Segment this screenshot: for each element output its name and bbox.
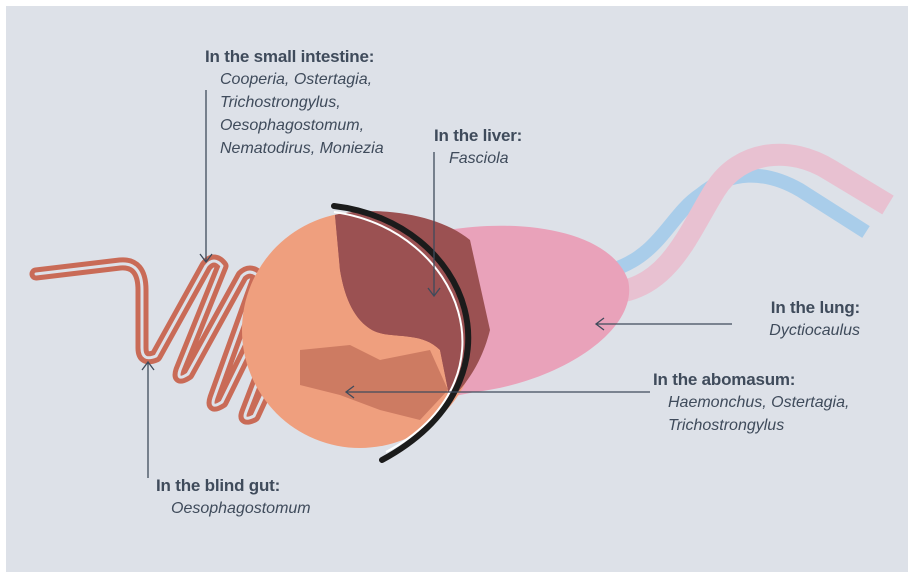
label-liver-heading: In the liver: [434, 124, 522, 147]
label-abomasum: In the abomasum: Haemonchus, Ostertagia,… [653, 368, 849, 437]
trachea-blue [612, 176, 866, 270]
label-lung-line: Dyctiocaulus [700, 319, 860, 342]
label-blind-gut: In the blind gut: Oesophagostomum [156, 474, 311, 520]
label-abomasum-heading: In the abomasum: [653, 368, 849, 391]
label-abomasum-line: Trichostrongylus [668, 414, 849, 437]
label-liver-line: Fasciola [449, 147, 522, 170]
label-small-intestine-heading: In the small intestine: [205, 45, 384, 68]
label-small-intestine-line: Cooperia, Ostertagia, [220, 68, 384, 91]
label-blind-gut-line: Oesophagostomum [171, 497, 311, 520]
label-liver: In the liver: Fasciola [434, 124, 522, 170]
label-small-intestine-line: Nematodirus, Moniezia [220, 137, 384, 160]
label-abomasum-line: Haemonchus, Ostertagia, [668, 391, 849, 414]
label-blind-gut-heading: In the blind gut: [156, 474, 311, 497]
label-small-intestine: In the small intestine: Cooperia, Ostert… [205, 45, 384, 160]
label-lung: In the lung: Dyctiocaulus [700, 296, 860, 342]
label-lung-heading: In the lung: [700, 296, 860, 319]
label-small-intestine-line: Oesophagostomum, [220, 114, 384, 137]
label-small-intestine-line: Trichostrongylus, [220, 91, 384, 114]
